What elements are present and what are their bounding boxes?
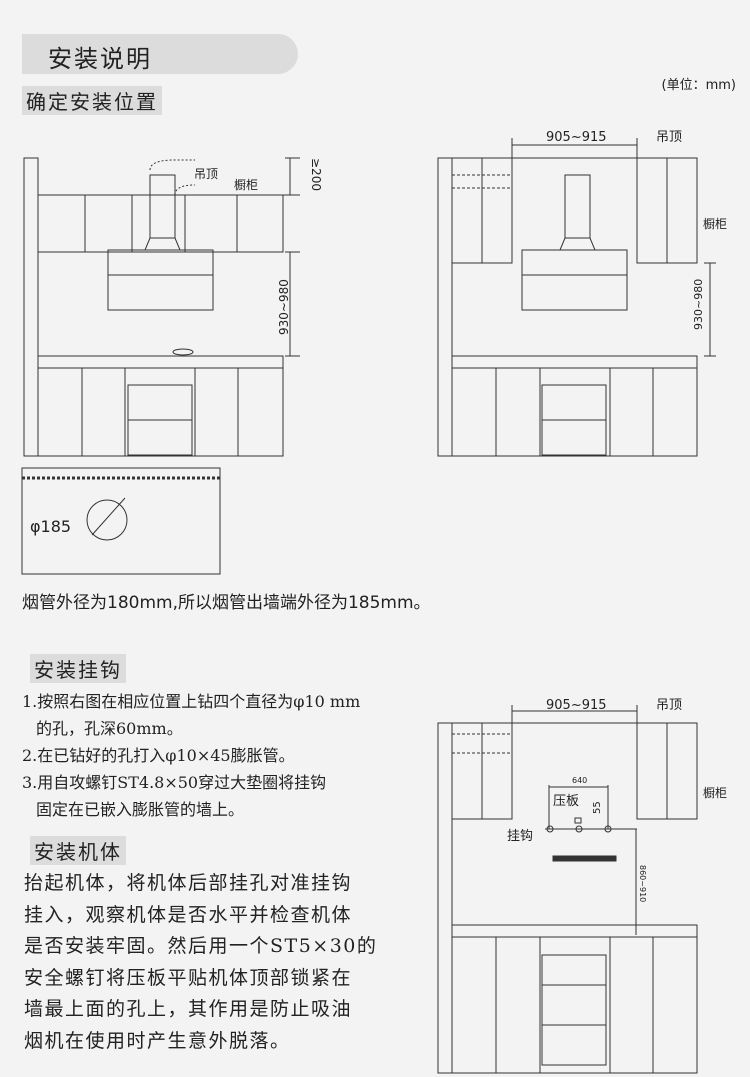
label-span: 640 [572,776,587,785]
step-line: 1.按照右图在相应位置上钻四个直径为φ10 mm [22,692,361,711]
unit-note: (单位：mm) [661,78,736,93]
body-line: 是否安装牢固。然后用一个ST5×30的 [24,935,378,957]
label-height-3: 860~910 [638,865,647,902]
label-ceiling-2: 吊顶 [656,130,682,145]
label-width: 905~915 [546,130,607,145]
step-line: 的孔，孔深60mm。 [36,719,183,738]
diagram-hole: φ185 [21,467,221,575]
label-ceiling: 吊顶 [194,167,218,181]
label-offset: 55 [592,801,603,814]
diagram-position-front: 吊顶 橱柜 ≥200 930~980 [23,157,323,457]
label-cabinet: 橱柜 [234,178,258,192]
pipe-note: 烟管外径为180mm,所以烟管出墙端外径为185mm。 [22,593,431,613]
diagram-hook: 905~915 吊顶 橱柜 640 压板 55 挂钩 860~910 [437,698,727,1074]
label-hook: 挂钩 [507,829,533,844]
page-title: 安装说明 [48,45,152,73]
step-line: 3.用自攻螺钉ST4.8×50穿过大垫圈将挂钩 [22,773,327,792]
section-heading-hook: 安装挂钩 [30,654,126,683]
body-line: 墙最上面的孔上，其作用是防止吸油 [24,998,353,1020]
body-line: 挂入，观察机体是否水平并检查机体 [24,903,353,926]
label-cabinet-3: 橱柜 [703,786,727,800]
body-line: 安全螺钉将压板平贴机体顶部锁紧在 [24,966,353,989]
hook-steps: 1.按照右图在相应位置上钻四个直径为φ10 mm 的孔，孔深60mm。 2.在已… [22,688,360,823]
label-ceiling-3: 吊顶 [656,698,682,713]
label-width-3: 905~915 [546,698,607,713]
body-line: 烟机在使用时产生意外脱落。 [24,1029,291,1052]
label-plate: 压板 [553,794,579,809]
diagram-position-side: 905~915 吊顶 橱柜 930~980 [437,130,727,457]
label-gap: ≥200 [309,158,323,191]
section-heading-position: 确定安装位置 [22,86,162,115]
section-heading-body: 安装机体 [30,836,126,865]
label-cabinet-2: 橱柜 [703,217,727,231]
step-line: 固定在已嵌入膨胀管的墙上。 [36,800,245,819]
body-instructions: 抬起机体，将机体后部挂孔对准挂钩 挂入，观察机体是否水平并检查机体 是否安装牢固… [24,868,377,1057]
label-height: 930~980 [277,279,291,335]
body-line: 抬起机体，将机体后部挂孔对准挂钩 [24,872,353,894]
step-line: 2.在已钻好的孔打入φ10×45膨胀管。 [22,746,295,765]
title-banner: 安装说明 [22,34,298,74]
label-hole: φ185 [30,517,71,536]
label-height-2: 930~980 [692,279,705,330]
